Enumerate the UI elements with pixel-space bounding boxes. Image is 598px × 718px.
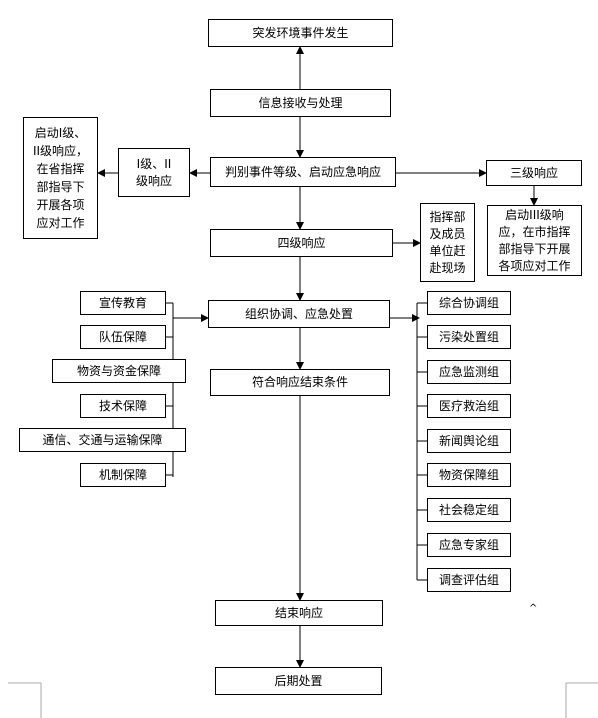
support-item-team: 队伍保障 (80, 325, 166, 349)
level-3-box: 三级响应 (486, 160, 582, 186)
group-item: 物资保障组 (427, 463, 511, 487)
mouse-cursor-icon: ^ (529, 603, 538, 614)
judge-level-box: 判别事件等级、启动应急响应 (210, 157, 396, 187)
group-item: 应急监测组 (427, 360, 511, 384)
group-item: 新闻舆论组 (427, 429, 511, 453)
group-item: 调查评估组 (427, 568, 511, 592)
level-1-2-note-box: 启动I级、 II级响应， 在省指挥 部指导下 开展各项 应对工作 (23, 117, 98, 239)
support-item-mechanism: 机制保障 (80, 463, 166, 487)
group-item: 综合协调组 (427, 291, 511, 315)
level-3-note-box: 启动III级响 应，在市指挥 部指导下开展 各项应对工作 (487, 205, 582, 276)
support-item-technical: 技术保障 (80, 394, 166, 418)
support-item-communication-transport: 通信、交通与运输保障 (19, 428, 186, 452)
after-handling-box: 后期处置 (215, 667, 382, 695)
event-occurs-box: 突发环境事件发生 (208, 19, 393, 47)
info-receive-box: 信息接收与处理 (210, 89, 391, 117)
group-item: 医疗救治组 (427, 394, 511, 418)
dispatch-box: 指挥部 及成员 单位赶 赴现场 (420, 203, 475, 282)
support-item-materials-funds: 物资与资金保障 (52, 359, 186, 383)
end-condition-box: 符合响应结束条件 (210, 369, 390, 396)
level-4-box: 四级响应 (210, 229, 393, 257)
group-item: 污染处置组 (427, 325, 511, 349)
end-response-box: 结束响应 (215, 600, 383, 626)
group-item: 社会稳定组 (427, 498, 511, 522)
support-item-publicity: 宣传教育 (80, 291, 166, 315)
page-corner-marks (8, 682, 598, 718)
group-item: 应急专家组 (427, 533, 511, 557)
coordinate-box: 组织协调、应急处置 (208, 300, 390, 328)
level-1-2-box: I级、II 级响应 (118, 148, 190, 197)
